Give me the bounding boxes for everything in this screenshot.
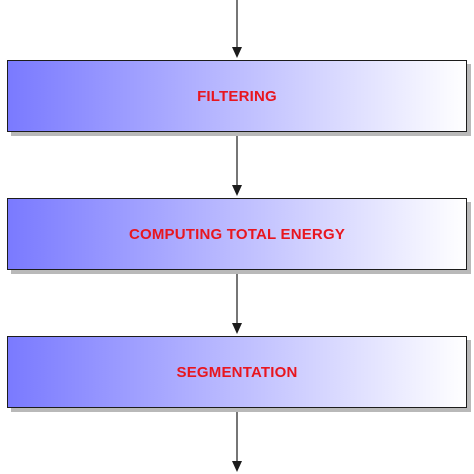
step-filtering: FILTERING [7, 60, 467, 132]
step-computing-total-energy: COMPUTING TOTAL ENERGY [7, 198, 467, 270]
arrow-head [232, 185, 242, 196]
arrow-head [232, 323, 242, 334]
step-label-segmentation: SEGMENTATION [176, 363, 298, 381]
arrow-head [232, 461, 242, 472]
step-label-filtering: FILTERING [197, 87, 277, 105]
arrow-head [232, 47, 242, 58]
step-segmentation: SEGMENTATION [7, 336, 467, 408]
step-label-computing-total-energy: COMPUTING TOTAL ENERGY [128, 225, 346, 243]
